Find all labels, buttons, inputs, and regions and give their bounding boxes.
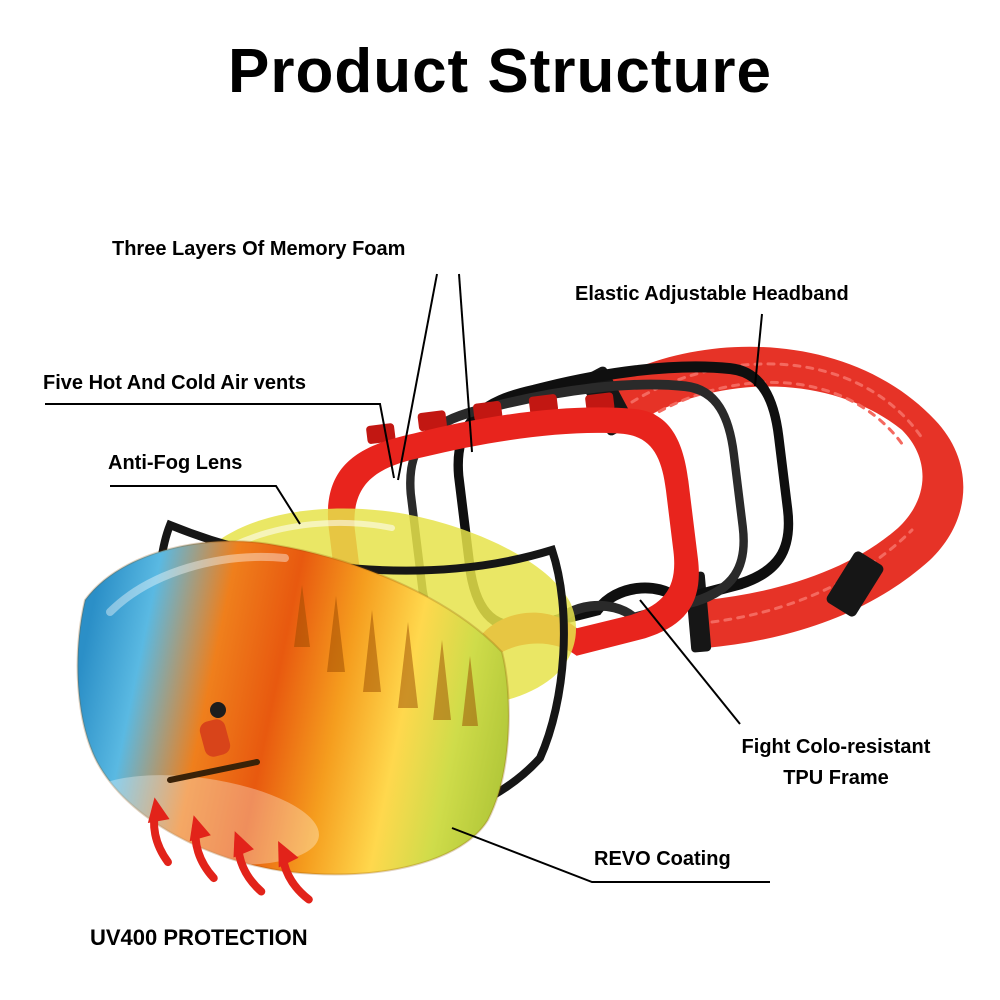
yellow-lens-highlight	[229, 519, 395, 549]
leader-revo	[451, 827, 770, 883]
label-tpu-frame-line2: TPU Frame	[783, 767, 889, 789]
leader-tpu-frame	[639, 599, 741, 725]
leader-headband	[754, 313, 763, 387]
leader-memory-foam-1	[397, 273, 438, 481]
tree-silhouettes	[294, 585, 478, 726]
skier-figure	[167, 702, 260, 783]
label-memory-foam: Three Layers Of Memory Foam	[112, 238, 406, 260]
leader-memory-foam-2	[458, 273, 473, 453]
label-headband: Elastic Adjustable Headband	[575, 283, 849, 305]
label-anti-fog-lens: Anti-Fog Lens	[108, 452, 243, 474]
label-uv400-protection: UV400 PROTECTION	[90, 925, 308, 950]
leader-antifog	[110, 485, 301, 525]
headband-adjuster-right	[826, 551, 884, 617]
leader-lines	[45, 273, 770, 883]
label-air-vents: Five Hot And Cold Air vents	[43, 372, 306, 394]
page-title: Product Structure	[227, 37, 773, 106]
lens-sheen	[106, 553, 289, 616]
label-revo-coating: REVO Coating	[594, 848, 731, 870]
label-tpu-frame-line1: Fight Colo-resistant	[741, 736, 931, 758]
label-tpu-frame: Fight Colo-resistant TPU Frame	[700, 732, 972, 794]
leader-air-vents	[45, 403, 395, 479]
